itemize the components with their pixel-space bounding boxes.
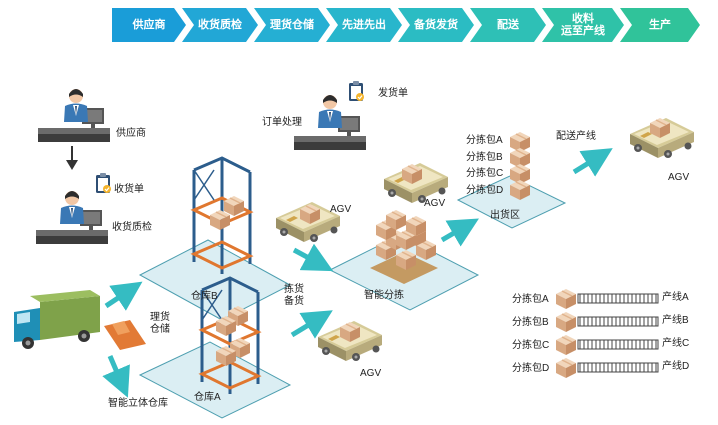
line-mapping-graphics bbox=[555, 288, 659, 379]
mapping-package-label: 分拣包C bbox=[512, 340, 550, 351]
receipt-doc-label: 收货单 bbox=[114, 184, 144, 195]
process-step: 生产 bbox=[620, 8, 700, 42]
arrow-sorting-to-outbound bbox=[440, 218, 479, 247]
warehouse-b-label: 仓库B bbox=[191, 291, 218, 302]
shipping-doc-label: 发货单 bbox=[378, 88, 408, 99]
arrow-agv-to-sorting bbox=[292, 243, 334, 272]
truck-illustration bbox=[14, 290, 146, 350]
order-processing-desk-illustration bbox=[294, 95, 366, 150]
smart-sorting-label: 智能分拣 bbox=[364, 290, 404, 301]
agv-robot-mid bbox=[384, 163, 448, 203]
warehouse-a-label: 仓库A bbox=[194, 392, 221, 403]
sort-package-stack bbox=[509, 131, 531, 201]
sort-package-label: 分拣包A bbox=[466, 135, 503, 146]
arrow-truck-to-3d-warehouse bbox=[102, 355, 130, 398]
outbound-platform bbox=[456, 175, 567, 229]
outbound-area-label: 出货区 bbox=[490, 210, 520, 221]
supplier-label: 供应商 bbox=[116, 128, 146, 139]
agv-label-top: AGV bbox=[330, 204, 352, 215]
production-line-label: 产线D bbox=[662, 361, 690, 372]
smart-3d-warehouse-label: 智能立体仓库 bbox=[108, 398, 168, 409]
supplier-desk-illustration bbox=[38, 89, 110, 142]
warehouse-b-rack bbox=[192, 156, 252, 276]
agv-label-upper-right: AGV bbox=[668, 172, 690, 183]
production-line-label: 产线A bbox=[662, 292, 689, 303]
process-step: 收货质检 bbox=[182, 8, 258, 42]
delivery-to-line-label: 配送产线 bbox=[556, 131, 596, 142]
pallet-box-stack bbox=[370, 209, 438, 284]
agv-robot-upper-right bbox=[630, 117, 694, 158]
warehouse-b-platform bbox=[138, 239, 292, 321]
process-flow-bar: 供应商 收货质检 理货仓储 先进先出 备货发货 配送 收料 运至产线 生产 bbox=[112, 8, 700, 42]
receipt-clipboard-icon bbox=[95, 172, 112, 194]
mapping-package-label: 分拣包A bbox=[512, 294, 549, 305]
sort-package-label: 分拣包D bbox=[466, 185, 504, 196]
process-step: 供应商 bbox=[112, 8, 186, 42]
process-step: 理货仓储 bbox=[254, 8, 330, 42]
receiving-qc-label: 收货质检 bbox=[112, 222, 152, 233]
sort-package-label: 分拣包B bbox=[466, 152, 503, 163]
mapping-package-label: 分拣包D bbox=[512, 363, 550, 374]
picking-stocking-label: 拣货 备货 bbox=[284, 284, 304, 307]
order-processing-label: 订单处理 bbox=[262, 117, 302, 128]
production-line-label: 产线B bbox=[662, 315, 689, 326]
sort-package-label: 分拣包C bbox=[466, 168, 504, 179]
tally-storage-label: 理货 仓储 bbox=[150, 312, 170, 335]
process-step: 配送 bbox=[470, 8, 546, 42]
process-step: 备货发货 bbox=[398, 8, 474, 42]
production-line-label: 产线C bbox=[662, 338, 690, 349]
flow-arrows bbox=[102, 148, 613, 398]
process-step: 收料 运至产线 bbox=[542, 8, 624, 42]
arrow-truck-to-warehouse-b bbox=[104, 281, 143, 311]
shipping-clipboard-icon bbox=[348, 80, 365, 102]
receiving-desk-illustration bbox=[36, 191, 108, 244]
agv-label-bottom: AGV bbox=[360, 368, 382, 379]
process-step: 先进先出 bbox=[326, 8, 402, 42]
agv-robot-bottom bbox=[318, 321, 382, 361]
arrow-warehouse-a-to-agv bbox=[290, 310, 333, 339]
agv-label-mid: AGV bbox=[424, 198, 446, 209]
mapping-package-label: 分拣包B bbox=[512, 317, 549, 328]
arrow-outbound-to-line bbox=[572, 148, 613, 177]
down-arrow-icon bbox=[66, 146, 78, 170]
